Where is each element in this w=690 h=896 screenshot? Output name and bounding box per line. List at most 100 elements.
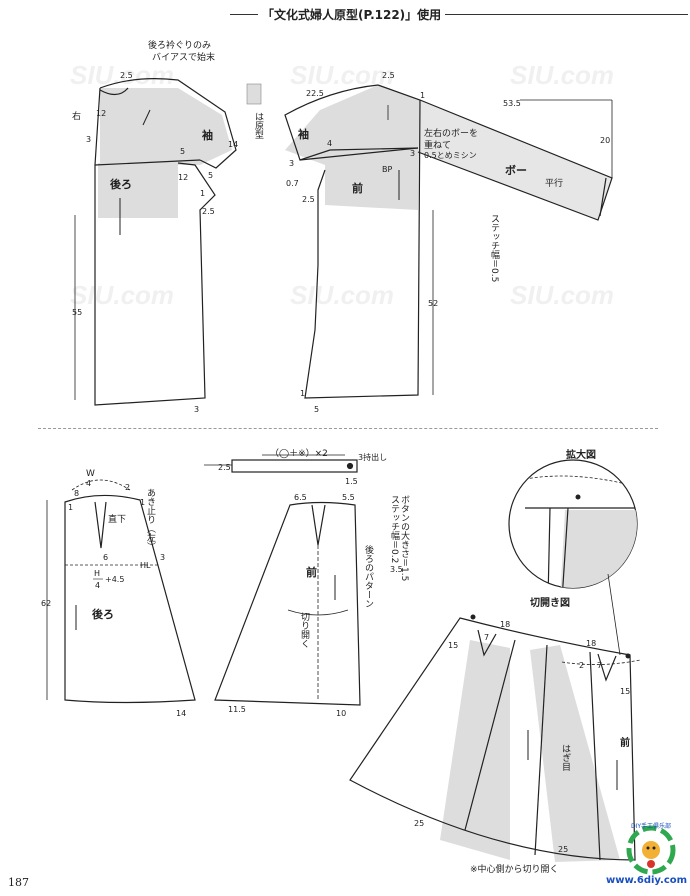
back-block-shade xyxy=(98,163,178,218)
dim-3b: 3 xyxy=(194,405,199,414)
sdim-62: 62 xyxy=(41,599,51,608)
label-bp: BP xyxy=(382,165,392,174)
mdim-6-5: 6.5 xyxy=(294,493,307,502)
label-migi: 右 xyxy=(72,110,81,122)
magnify-slit xyxy=(561,507,569,588)
site-url: www.6diy.com xyxy=(606,875,688,886)
sdim-14: 14 xyxy=(176,709,186,718)
fdim-1: 1 xyxy=(420,91,425,100)
dim-3a: 3 xyxy=(86,135,91,144)
label-pattern: 後ろのパターン xyxy=(363,544,374,608)
slash-guide xyxy=(561,659,641,665)
watermark-6: SIU.com xyxy=(510,280,615,310)
label-kiri: 切り開く xyxy=(299,612,310,648)
sdim-2: 2 xyxy=(125,483,130,492)
front-skirt-outline xyxy=(214,501,361,706)
fdim-2-5: 2.5 xyxy=(382,71,395,80)
panel-line-2 xyxy=(534,644,548,856)
label-h4-den: 4 xyxy=(95,581,100,590)
back-skirt-pattern xyxy=(46,479,196,704)
rdim-2: 2 xyxy=(579,661,584,670)
dim-2-5a: 2.5 xyxy=(120,71,133,80)
magnify-guide xyxy=(519,475,631,486)
slash-arc xyxy=(287,609,349,616)
magnified-view xyxy=(508,459,638,656)
logo-text: DIY手工俱乐部 xyxy=(631,822,671,830)
label-mochi: 3持出し xyxy=(358,452,387,462)
rdim-7b: 7 xyxy=(597,661,602,670)
rdim-18a: 18 xyxy=(500,620,510,629)
mdim-11-5: 11.5 xyxy=(228,705,246,714)
slash-note: ※中心側から切り開く xyxy=(470,863,559,875)
watermark-1: SIU.com xyxy=(70,60,175,90)
waistband-pattern xyxy=(204,454,358,473)
label-kakudai: 拡大図 xyxy=(566,448,596,461)
fdim-1b: 1 xyxy=(300,389,305,398)
back-note1: 後ろ衿ぐりのみ xyxy=(148,39,211,51)
fdim-22-5: 22.5 xyxy=(306,89,324,98)
section-divider xyxy=(38,428,658,429)
label-chokka: 直下 xyxy=(108,513,126,525)
sdim-3: 3 xyxy=(160,553,165,562)
front-outline xyxy=(304,84,421,399)
logo-face xyxy=(642,841,660,859)
header-rule-right xyxy=(428,14,688,15)
front-skirt-pattern xyxy=(214,501,361,706)
grain-arrow-sleeve xyxy=(142,109,151,126)
slash-shade-2 xyxy=(440,640,510,860)
legend-swatch xyxy=(246,83,262,105)
fdim-2-5b: 2.5 xyxy=(302,195,315,204)
label-sode-front: 袖 xyxy=(298,127,309,141)
fdim-53-5: 53.5 xyxy=(503,99,521,108)
logo-eye-left xyxy=(646,846,650,850)
rdim-15b: 15 xyxy=(620,687,630,696)
bow-stitch: ステッチ幅＝0.5 xyxy=(489,214,500,282)
dim-2-5b: 2.5 xyxy=(202,207,215,216)
fdim-0-7: 0.7 xyxy=(286,179,299,188)
front-bodice-pattern xyxy=(284,84,613,399)
bow-shade xyxy=(418,100,612,220)
label-akidomari: あき止り（左） xyxy=(145,488,156,551)
watermark-3: SIU.com xyxy=(510,60,615,90)
sdim-1b: 1 xyxy=(140,498,145,507)
label-mae-top: 前 xyxy=(352,181,363,195)
label-kiribiraki: 切開き図 xyxy=(530,597,570,609)
rdim-7a: 7 xyxy=(484,633,489,642)
back-outline xyxy=(94,87,216,406)
back-waist-line xyxy=(94,159,201,166)
sdim-6: 6 xyxy=(103,553,108,562)
bdim-2-5: 2.5 xyxy=(218,463,231,472)
page-number: 187 xyxy=(8,876,29,889)
label-w: W xyxy=(86,469,95,479)
label-hagime: はぎ目 xyxy=(560,744,570,771)
slash-open-pattern xyxy=(349,617,641,862)
mdim-5-5: 5.5 xyxy=(342,493,355,502)
mdim-10: 10 xyxy=(336,709,346,718)
panel-line-3 xyxy=(589,651,601,861)
sdim-1a: 1 xyxy=(68,503,73,512)
back-bodice-pattern xyxy=(74,78,237,406)
label-formula: （◯＋※）×2 xyxy=(270,448,328,459)
label-w4: 4 xyxy=(86,479,91,488)
header-rule-left xyxy=(230,14,258,15)
magnify-leader xyxy=(607,573,621,656)
fdim-3b: 3 xyxy=(410,149,415,158)
slash-outline xyxy=(349,617,636,861)
slash-mark-1 xyxy=(470,614,476,620)
dim-12b: 12 xyxy=(178,173,188,182)
dim-5a: 5 xyxy=(180,147,185,156)
rdim-15a: 15 xyxy=(448,641,458,650)
back-sleeve-shade xyxy=(100,88,232,165)
label-bo: ボー xyxy=(505,163,527,177)
label-ushiro-bottom: 後ろ xyxy=(92,607,114,621)
label-hl: HL xyxy=(140,561,151,570)
bow-end xyxy=(599,177,607,217)
header-title: 「文化式婦人原型(P.122)」使用 xyxy=(258,6,446,23)
watermark-4: SIU.com xyxy=(70,280,175,310)
dim-1a: 1 xyxy=(200,189,205,198)
front-sleeve-outline xyxy=(284,84,419,161)
logo-ring xyxy=(626,825,676,875)
label-button-size: ボタンの大きさ＝1.5 xyxy=(399,495,410,581)
dim-55: 55 xyxy=(72,308,82,317)
